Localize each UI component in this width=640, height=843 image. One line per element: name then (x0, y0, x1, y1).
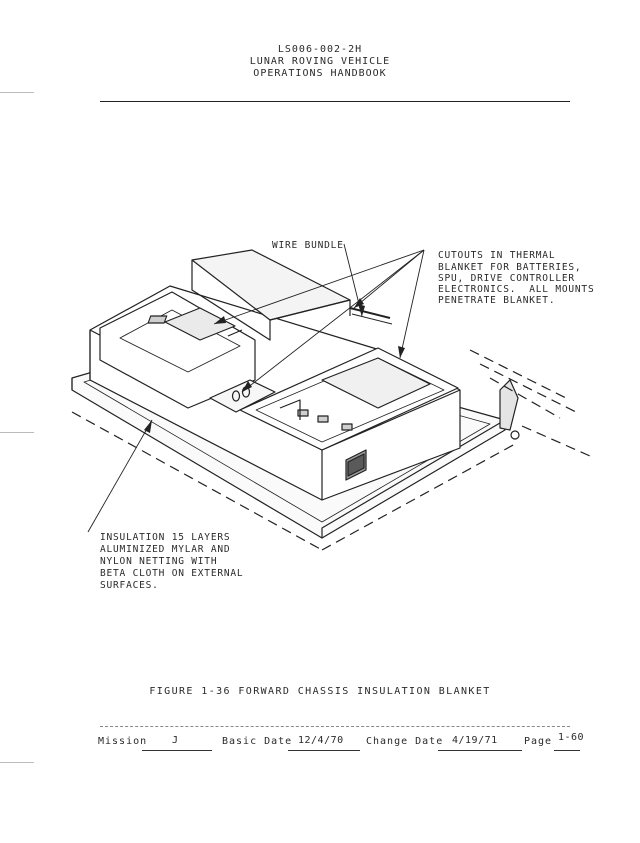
document-subtitle: OPERATIONS HANDBOOK (253, 68, 387, 79)
mission-value: J (172, 735, 179, 746)
document-title: LUNAR ROVING VEHICLE (249, 56, 391, 67)
cutouts-note-line-4: ELECTRONICS. ALL MOUNTS (438, 284, 595, 295)
insulation-note-line-5: SURFACES. (100, 580, 159, 591)
cutouts-note-line-5: PENETRATE BLANKET. (438, 295, 556, 306)
page-underline (554, 750, 580, 751)
wire-bundle-label: WIRE BUNDLE (272, 240, 344, 251)
scan-edge-mark (0, 432, 34, 433)
insulation-note-line-3: NYLON NETTING WITH (100, 556, 218, 567)
basic-date-label: Basic Date (222, 736, 293, 747)
change-date-value: 4/19/71 (452, 735, 498, 746)
mission-underline (142, 750, 212, 751)
change-date-underline (438, 750, 522, 751)
scan-edge-mark (0, 92, 34, 93)
figure-caption: FIGURE 1-36 FORWARD CHASSIS INSULATION B… (149, 686, 491, 697)
cutouts-note-line-1: CUTOUTS IN THERMAL (438, 250, 556, 261)
insulation-note-line-4: BETA CLOTH ON EXTERNAL (100, 568, 244, 579)
page-value: 1-60 (558, 732, 585, 743)
footer-separator (100, 726, 570, 727)
insulation-note-line-2: ALUMINIZED MYLAR AND (100, 544, 231, 555)
scan-edge-mark (0, 762, 34, 763)
insulation-note-line-1: INSULATION 15 LAYERS (100, 532, 231, 543)
change-date-label: Change Date (366, 736, 444, 747)
basic-date-value: 12/4/70 (298, 735, 344, 746)
cutouts-note-line-3: SPU, DRIVE CONTROLLER (438, 273, 575, 284)
header-rule (100, 101, 570, 102)
basic-date-underline (288, 750, 360, 751)
page-label: Page (524, 736, 553, 747)
chassis-insulation-drawing (71, 243, 591, 551)
document-number: LS006-002-2H (277, 44, 363, 55)
cutouts-note-line-2: BLANKET FOR BATTERIES, (438, 262, 582, 273)
mission-label: Mission (98, 736, 148, 747)
